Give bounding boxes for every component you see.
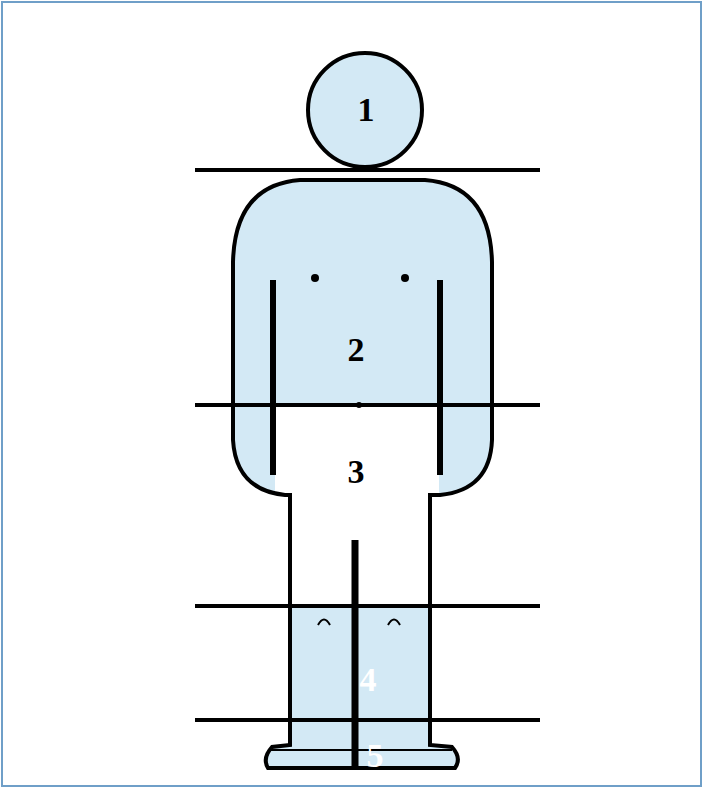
arm-line xyxy=(437,280,443,475)
division-line xyxy=(195,718,540,722)
division-line xyxy=(195,604,540,608)
callout-number: 5 xyxy=(367,739,384,773)
body-outline xyxy=(233,180,492,768)
knee-mark xyxy=(318,620,330,626)
body-fill xyxy=(200,170,520,780)
callout-number: 1 xyxy=(358,93,375,127)
callout-number: 3 xyxy=(348,455,365,489)
arm-line xyxy=(270,280,276,475)
knee-mark xyxy=(388,620,400,626)
callout-number: 2 xyxy=(348,333,365,367)
nipple-dot xyxy=(311,274,319,282)
callout-number: 4 xyxy=(360,663,377,697)
shoe-line xyxy=(268,749,452,751)
division-line xyxy=(195,168,540,172)
division-line xyxy=(195,403,540,407)
leg-divider xyxy=(352,540,359,768)
nipple-dot xyxy=(401,274,409,282)
head-circle xyxy=(308,53,422,167)
